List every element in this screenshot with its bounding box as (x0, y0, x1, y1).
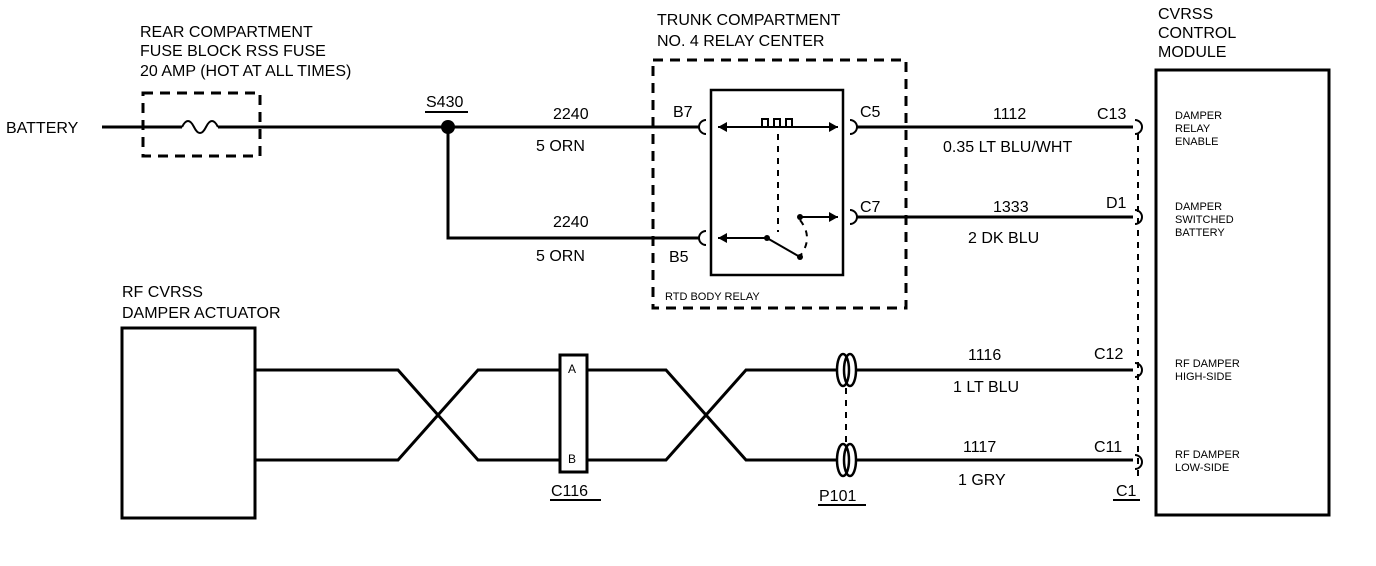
wire-2240-bottom (446, 127, 700, 240)
fuse-symbol (181, 120, 219, 134)
p101-label: P101 (819, 488, 856, 505)
c116-body (558, 353, 589, 474)
relay-center-title-2: NO. 4 RELAY CENTER (657, 33, 824, 50)
wire-1117-number: 1117 (963, 439, 996, 456)
switch-pivot (764, 235, 770, 241)
splice-s430: S430 (425, 94, 468, 134)
terminal-c11 (1134, 454, 1143, 470)
terminal-b7 (698, 119, 707, 135)
c116-pin-a: A (568, 362, 576, 376)
module-title-2: CONTROL (1158, 25, 1236, 42)
pin-c12-label: C12 (1094, 346, 1123, 363)
wire-1112-number: 1112 (993, 106, 1026, 123)
connector-p101: P101 (818, 352, 866, 506)
terminal-c5 (849, 119, 858, 135)
module-pin-relay-1: DAMPER (1175, 110, 1222, 122)
wire-1333-color: 2 DK BLU (968, 230, 1039, 247)
module-pin-low-2: LOW-SIDE (1175, 462, 1229, 474)
module-pin-switched-3: BATTERY (1175, 227, 1225, 239)
twisted-pair-right-b (587, 368, 838, 462)
pin-b5-label: B5 (669, 249, 689, 266)
relay-center-title-1: TRUNK COMPARTMENT (657, 12, 841, 29)
module-outline (1154, 68, 1331, 517)
pin-c11-label: C11 (1094, 439, 1122, 456)
twisted-pair-left-a (255, 368, 560, 462)
wire-1333-number: 1333 (993, 199, 1029, 216)
splice-label: S430 (426, 94, 463, 111)
p101-upper-left (835, 352, 851, 388)
actuator-outline (120, 326, 257, 520)
switch-travel (799, 219, 808, 257)
twisted-pair-right-a (587, 368, 838, 462)
fuse-block-title-2: FUSE BLOCK RSS FUSE (140, 43, 326, 60)
damper-actuator: RF CVRSS DAMPER ACTUATOR (120, 284, 281, 520)
p101-lower-left (835, 442, 851, 478)
module-pin-switched-1: DAMPER (1175, 201, 1222, 213)
switch-contact-no (797, 214, 803, 220)
switch-arrow-left (718, 233, 727, 243)
relay-body (709, 88, 845, 277)
coil-arrow-left (718, 122, 727, 132)
terminal-c13 (1134, 119, 1143, 135)
relay-center-outline (651, 58, 908, 310)
fuse-block-title-1: REAR COMPARTMENT (140, 24, 313, 41)
coil-arrow-right (829, 122, 838, 132)
actuator-title-2: DAMPER ACTUATOR (122, 305, 281, 322)
fuse-block: REAR COMPARTMENT FUSE BLOCK RSS FUSE 20 … (140, 24, 351, 158)
fuse-block-outline (141, 91, 262, 158)
pin-c5-label: C5 (860, 104, 881, 121)
wire-1116-color: 1 LT BLU (953, 379, 1019, 396)
module-pin-switched-2: SWITCHED (1175, 214, 1234, 226)
wire-2240-bottom-color: 5 ORN (536, 248, 585, 265)
relay-coil (761, 118, 793, 128)
wire-1117-color: 1 GRY (958, 472, 1006, 489)
pin-c13-label: C13 (1097, 106, 1126, 123)
module-title-1: CVRSS (1158, 6, 1213, 23)
wire-2240-top-color: 5 ORN (536, 138, 585, 155)
switch-blade (766, 237, 801, 258)
battery-label: BATTERY (6, 120, 79, 137)
connector-c116: A B C116 (550, 353, 601, 501)
terminal-b5 (698, 230, 707, 246)
control-module: CVRSS CONTROL MODULE DAMPER RELAY ENABLE… (1154, 6, 1331, 517)
module-pin-relay-3: ENABLE (1175, 136, 1218, 148)
wire-1112-color: 0.35 LT BLU/WHT (943, 139, 1072, 156)
wire-1116-number: 1116 (968, 347, 1001, 364)
c116-pin-b: B (568, 452, 576, 466)
module-pin-low-1: RF DAMPER (1175, 449, 1240, 461)
module-pin-relay-2: RELAY (1175, 123, 1211, 135)
pin-c7-label: C7 (860, 199, 881, 216)
pin-b7-label: B7 (673, 104, 693, 121)
relay-center: TRUNK COMPARTMENT NO. 4 RELAY CENTER RTD… (651, 12, 908, 310)
fuse-block-title-3: 20 AMP (HOT AT ALL TIMES) (140, 63, 351, 80)
module-pin-high-2: HIGH-SIDE (1175, 371, 1232, 383)
wire-2240-bottom-number: 2240 (553, 214, 589, 231)
terminal-c7 (849, 209, 858, 225)
module-pin-high-1: RF DAMPER (1175, 358, 1240, 370)
c116-label: C116 (551, 483, 588, 500)
relay-name: RTD BODY RELAY (665, 291, 760, 303)
twisted-pair-left-b (255, 368, 560, 462)
wire-2240-top-number: 2240 (553, 106, 589, 123)
pin-c1-label: C1 (1116, 483, 1137, 500)
pin-d1-label: D1 (1106, 195, 1127, 212)
module-title-3: MODULE (1158, 44, 1226, 61)
switch-arrow-right (829, 212, 838, 222)
actuator-title-1: RF CVRSS (122, 284, 203, 301)
